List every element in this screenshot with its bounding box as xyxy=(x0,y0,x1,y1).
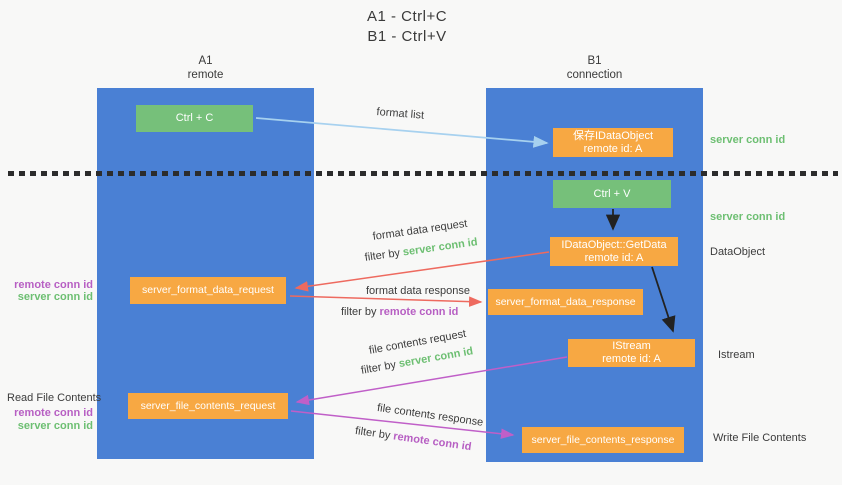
filter-by-text: filter by xyxy=(364,246,404,264)
ctrl-c-node: Ctrl + C xyxy=(136,105,253,132)
server-conn-id-right-mid: server conn id xyxy=(710,211,786,223)
ctrl-v-node: Ctrl + V xyxy=(553,180,671,208)
server-conn-id-left-top: server conn id xyxy=(17,291,93,303)
diagram-title: A1 - Ctrl+C B1 - Ctrl+V xyxy=(0,7,814,47)
getdata-line1: IDataObject::GetData xyxy=(561,238,667,251)
istream-line2: remote id: A xyxy=(602,353,661,365)
filter-by-text: filter by xyxy=(354,425,395,443)
lifeline-b1-name: B1 xyxy=(587,55,602,67)
getdata-node: IDataObject::GetData remote id: A xyxy=(550,237,678,266)
istream-node: IStream remote id: A xyxy=(568,339,695,367)
server-file-contents-request-label: server_file_contents_request xyxy=(140,399,276,412)
server-format-data-request-label: server_format_data_request xyxy=(142,284,274,296)
title-line-1: A1 - Ctrl+C xyxy=(366,8,448,25)
phase-separator-dotted-line xyxy=(8,171,838,176)
server-file-contents-response-label: server_file_contents_response xyxy=(531,433,675,446)
lifeline-header-b1: B1 connection xyxy=(486,54,703,82)
write-file-contents-label: Write File Contents xyxy=(713,432,807,444)
dataobject-label: DataObject xyxy=(710,246,766,258)
server-file-contents-response-node: server_file_contents_response xyxy=(522,427,684,453)
filter-by-text: filter by xyxy=(341,306,380,318)
remote-conn-id-left-top: remote conn id xyxy=(14,279,93,291)
istream-side-label: Istream xyxy=(718,349,755,361)
remote-conn-id-text: remote conn id xyxy=(392,430,473,454)
save-dataobject-line1: 保存IDataObject xyxy=(572,129,654,142)
getdata-line2: remote id: A xyxy=(584,251,644,264)
lifeline-b1-role: connection xyxy=(566,69,623,81)
format-list-label: format list xyxy=(376,106,425,122)
server-file-contents-request-node: server_file_contents_request xyxy=(128,393,288,419)
filter-by-remote-conn-id-label-2: filter by remote conn id xyxy=(354,425,472,453)
remote-conn-id-text: remote conn id xyxy=(379,306,459,318)
server-conn-id-left-bottom: server conn id xyxy=(17,420,93,432)
remote-conn-id-left-bottom: remote conn id xyxy=(14,407,93,419)
file-contents-response-label: file contents response xyxy=(376,402,484,429)
istream-line1: IStream xyxy=(612,340,651,352)
ctrl-v-label: Ctrl + V xyxy=(593,187,631,200)
lifeline-a1-name: A1 xyxy=(198,55,213,67)
ctrl-c-label: Ctrl + C xyxy=(175,112,214,124)
title-line-2: B1 - Ctrl+V xyxy=(367,28,447,45)
read-file-contents-label: Read File Contents xyxy=(7,392,102,404)
lifeline-a1-role: remote xyxy=(187,69,224,81)
save-dataobject-node: 保存IDataObject remote id: A xyxy=(553,128,673,157)
save-dataobject-line2: remote id: A xyxy=(583,142,643,155)
filter-by-remote-conn-id-label-1: filter by remote conn id xyxy=(341,306,458,318)
format-data-response-label: format data response xyxy=(366,285,470,297)
server-conn-id-right-top: server conn id xyxy=(710,134,786,146)
filter-by-text: filter by xyxy=(360,358,401,377)
server-format-data-response-label: server_format_data_response xyxy=(495,295,636,308)
server-format-data-response-node: server_format_data_response xyxy=(488,289,643,315)
server-conn-id-text: server conn id xyxy=(402,236,479,259)
lifeline-header-a1: A1 remote xyxy=(97,54,314,82)
server-format-data-request-node: server_format_data_request xyxy=(130,277,286,304)
